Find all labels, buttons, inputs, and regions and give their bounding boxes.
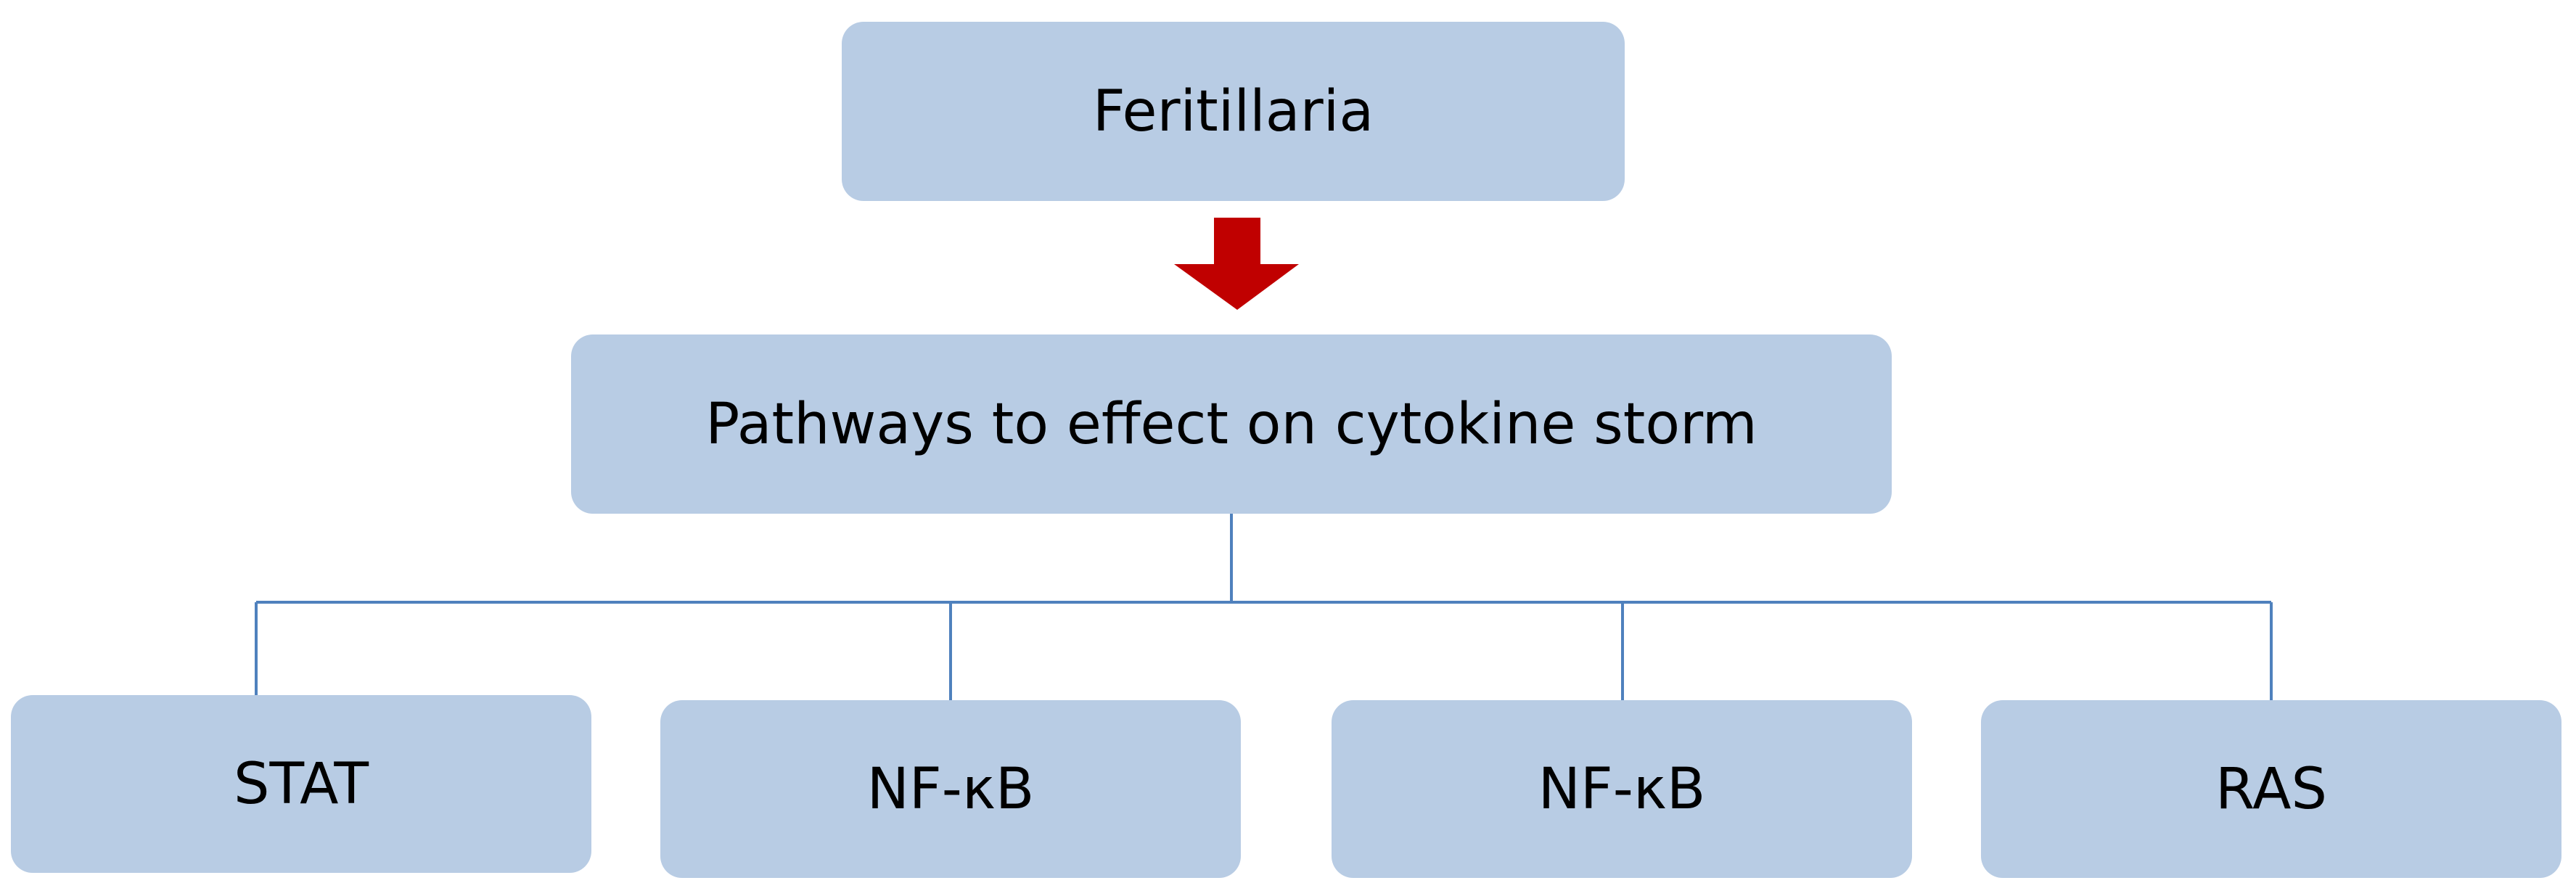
leaf-node-nfkb-2: NF-κB [1332, 700, 1912, 878]
leaf-node-label: STAT [233, 751, 369, 817]
leaf-node-ras: RAS [1981, 700, 2561, 878]
leaf-node-stat: STAT [11, 695, 591, 873]
middle-node: Pathways to effect on cytokine storm [571, 334, 1892, 514]
leaf-node-label: NF-κB [866, 756, 1035, 822]
down-arrow-shape [1174, 218, 1299, 310]
leaf-node-nfkb-1: NF-κB [660, 700, 1241, 878]
top-node-label: Feritillaria [1092, 78, 1374, 144]
middle-node-label: Pathways to effect on cytokine storm [705, 391, 1757, 457]
down-arrow-icon [1174, 218, 1299, 310]
leaf-node-label: NF-κB [1538, 756, 1706, 822]
top-node: Feritillaria [842, 22, 1625, 201]
leaf-node-label: RAS [2215, 756, 2327, 822]
